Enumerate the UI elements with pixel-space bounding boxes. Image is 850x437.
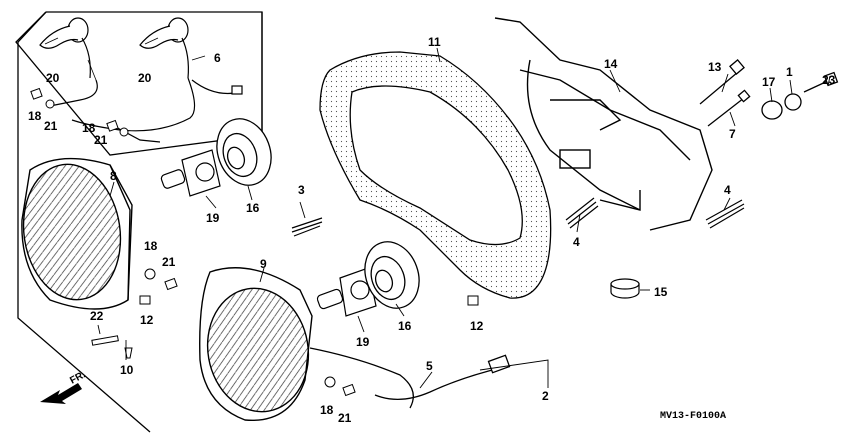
headlight-lens-9 bbox=[199, 267, 313, 422]
callout-11: 11 bbox=[428, 35, 441, 49]
headlight-stay-14 bbox=[494, 17, 713, 231]
callout-12-left: 12 bbox=[140, 313, 154, 327]
callout-19-upper: 19 bbox=[206, 211, 220, 225]
socket-cover-lower bbox=[364, 241, 420, 309]
callout-3: 3 bbox=[298, 183, 305, 197]
callout-2: 2 bbox=[542, 389, 549, 403]
leader-lines bbox=[97, 47, 831, 389]
callout-1: 1 bbox=[786, 65, 793, 79]
callout-18-mid: 18 bbox=[144, 239, 158, 253]
bulb-lower bbox=[316, 267, 377, 317]
socket-cover-upper bbox=[216, 118, 272, 186]
callout-18-inset-right: 18 bbox=[82, 121, 96, 135]
bolts-upper-right bbox=[699, 59, 839, 127]
callout-7: 7 bbox=[729, 127, 736, 141]
callout-23: 23 bbox=[822, 73, 836, 87]
callout-21-lower: 21 bbox=[338, 411, 352, 425]
turn-signal-left bbox=[39, 17, 97, 81]
callouts: 11 14 13 17 1 23 7 4 4 15 12 3 16 19 16 … bbox=[28, 35, 836, 425]
lamp-fasteners bbox=[91, 268, 479, 397]
turn-signal-wiring bbox=[49, 77, 243, 143]
callout-16-lower: 16 bbox=[398, 319, 412, 333]
turn-signal-right bbox=[139, 17, 189, 79]
callout-20-left: 20 bbox=[46, 71, 60, 85]
assembly-frame bbox=[15, 11, 263, 433]
wire-harness-5 bbox=[309, 347, 511, 409]
adjust-springs bbox=[291, 197, 745, 237]
callout-14: 14 bbox=[604, 57, 618, 71]
front-direction-label: FR. bbox=[68, 369, 88, 386]
front-direction-arrow-icon bbox=[40, 383, 82, 404]
callout-4-center: 4 bbox=[573, 235, 580, 249]
callout-16-upper: 16 bbox=[246, 201, 260, 215]
callout-12-right: 12 bbox=[470, 319, 484, 333]
headlight-lens-8 bbox=[21, 157, 133, 310]
callout-19-lower: 19 bbox=[356, 335, 370, 349]
callout-13: 13 bbox=[708, 60, 722, 74]
callout-22: 22 bbox=[90, 309, 104, 323]
grommet-15 bbox=[610, 278, 640, 299]
callout-18-inset-left: 18 bbox=[28, 109, 42, 123]
callout-5: 5 bbox=[426, 359, 433, 373]
callout-6: 6 bbox=[214, 51, 221, 65]
callout-17: 17 bbox=[762, 75, 776, 89]
small-fasteners-inset bbox=[30, 87, 129, 137]
headlight-case-11 bbox=[319, 51, 552, 299]
callout-21-inset-right: 21 bbox=[94, 133, 108, 147]
callout-18-lower: 18 bbox=[320, 403, 334, 417]
callout-20-right: 20 bbox=[138, 71, 152, 85]
callout-8: 8 bbox=[110, 169, 117, 183]
callout-21-inset-left: 21 bbox=[44, 119, 58, 133]
callout-10: 10 bbox=[120, 363, 134, 377]
callout-4-right: 4 bbox=[724, 183, 731, 197]
callout-9: 9 bbox=[260, 257, 267, 271]
bulb-upper bbox=[160, 149, 221, 197]
callout-15: 15 bbox=[654, 285, 668, 299]
diagram-reference-code: MV13-F0100A bbox=[660, 411, 726, 422]
callout-21-mid: 21 bbox=[162, 255, 176, 269]
